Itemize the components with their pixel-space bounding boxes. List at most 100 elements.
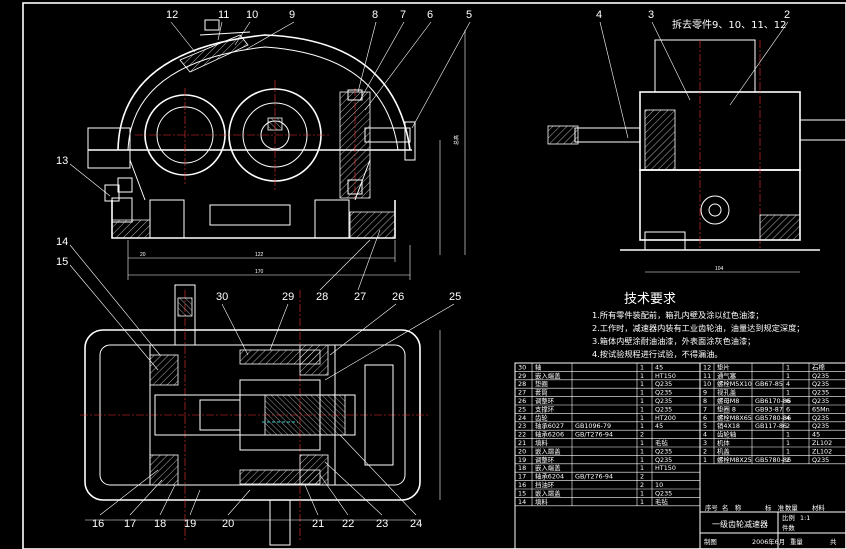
bom-cell-name: 通气塞 [717,371,737,380]
bom-cell-name: 机盖 [717,446,730,455]
dim-front-left: 20 [140,252,146,258]
bom-cell-no: 11 [703,372,711,380]
bom-cell-no: 1 [703,456,707,464]
bom-cell-mat: Q235 [812,456,829,464]
bom-cell-name: 嵌入端盖 [535,488,561,497]
bom-cell-mat: 毛毡 [655,438,668,447]
scale-label: 比例 [782,513,795,522]
bom-cell-mat: 毛毡 [655,497,668,506]
bom-cell-qty: 2 [786,456,790,464]
date-value: 2006年6月 [752,537,785,546]
callout-12: 12 [166,9,178,21]
callout-15: 15 [56,256,68,268]
bom-cell-mat: 45 [655,363,663,371]
bom-cell-qty: 4 [786,380,790,388]
bom-cell-no: 4 [703,431,707,439]
bom-cell-no: 12 [703,363,711,371]
callout-30: 30 [216,291,228,303]
bom-cell-name: 齿轮 [535,413,548,422]
bom-cell-qty: 2 [640,481,644,489]
bom-cell-std: GB5780-86 [755,456,791,464]
tech-requirement-1: 1.所有零件装配前，箱孔内壁及涂以红色油漆； [592,310,764,320]
bom-cell-std: GB6170-86 [755,397,791,405]
bom-cell-qty: 2 [640,473,644,481]
bom-cell-no: 6 [703,414,707,422]
callout-20: 20 [222,518,234,530]
bom-cell-mat: 65Mn [812,405,830,413]
bom-cell-qty: 1 [786,439,790,447]
dim-front-width: 122 [255,252,264,258]
callout-11: 11 [218,9,229,21]
bom-cell-qty: 1 [640,405,644,413]
bom-cell-mat: 石棉 [812,362,825,371]
weight-label: 重量 [790,538,803,546]
bom-cell-name: 套筒 [535,388,548,397]
bom-cell-mat: Q235 [655,489,672,497]
tech-requirement-2: 2.工作时，减速器内装有工业齿轮油，油量达到规定深度； [592,323,805,333]
bom-cell-name: 嵌入端盖 [535,463,561,472]
bom-cell-qty: 6 [786,405,790,413]
bom-cell-mat: ZL102 [812,447,832,455]
bom-cell-name: 螺栓M8X25 [717,455,752,464]
bom-cell-std: GB1096-79 [575,422,611,430]
bom-cell-mat: Q235 [655,380,672,388]
bom-cell-std: GB93-87 [755,405,783,413]
front-view: 122 170 20 总高 [87,19,466,280]
bom-cell-qty: 4 [786,414,790,422]
callout-16: 16 [92,518,104,530]
callout-23: 23 [376,518,388,530]
bom-cell-no: 19 [518,456,526,464]
bom-cell-no: 30 [518,363,526,371]
bom-cell-no: 7 [703,405,707,413]
bom-cell-no: 24 [518,414,526,422]
plan-view [80,284,441,546]
bom-cell-mat: ZL102 [812,439,832,447]
callout-27: 27 [354,291,366,303]
bom-cell-name: 视孔盖 [717,388,737,397]
drawing-border [22,2,846,549]
bom-cell-name: 齿轮轴 [717,430,736,439]
bom-cell-qty: 1 [640,414,644,422]
tech-requirements-title: 技术要求 [624,292,676,307]
bom-cell-mat: Q235 [655,456,672,464]
bom-cell-std: GB5780-86 [755,414,791,422]
bom-cell-mat: Q235 [812,397,829,405]
bom-cell-std: GB117-86 [755,422,787,430]
bom-cell-name: 螺栓M8X65 [717,413,752,422]
bom-cell-std: GB/T276-94 [575,431,613,439]
callout-22: 22 [342,518,354,530]
bom-cell-qty: 1 [640,447,644,455]
bom-cell-mat: Q235 [655,405,672,413]
bom-cell-no: 10 [703,380,711,388]
bom-cell-no: 15 [518,489,526,497]
side-view-note: 拆去零件9、10、11、12 [672,18,787,31]
callout-3: 3 [648,9,654,21]
bom-cell-no: 14 [518,498,526,506]
bom-cell-std: GB/T276-94 [575,473,613,481]
bom-cell-mat: Q235 [812,414,829,422]
bom-cell-qty: 2 [640,431,644,439]
bom-cell-no: 17 [518,473,526,481]
callout-21: 21 [312,518,324,530]
bom-cell-name: 支撑环 [535,404,555,413]
bom-header-std: 标 准 [765,503,785,512]
side-view: 拆去零件9、10、11、12 104 4 3 2 [547,9,846,273]
bom-cell-qty: 1 [640,389,644,397]
bom-cell-no: 2 [703,447,707,455]
